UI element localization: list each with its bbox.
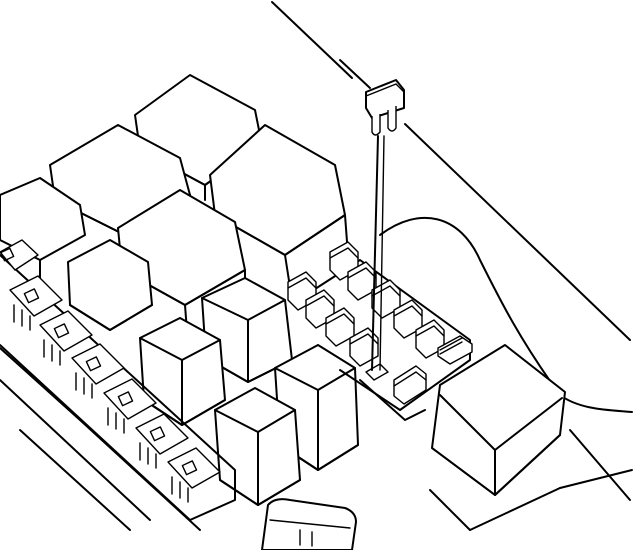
strip-fuse xyxy=(71,343,125,399)
relay-block xyxy=(214,387,301,506)
bottom-cover-tab xyxy=(261,498,357,550)
mini-fuse-array xyxy=(287,241,473,421)
strip-fuse xyxy=(135,413,189,469)
left-fuse-strip xyxy=(0,239,236,521)
relay-block xyxy=(0,177,86,281)
fuse-location-leader-line xyxy=(371,135,385,371)
removed-mini-fuse xyxy=(365,79,405,136)
strip-fuse xyxy=(39,310,93,366)
mini-fuse xyxy=(349,327,379,367)
strip-fuse xyxy=(167,447,221,503)
mini-fuse xyxy=(437,335,473,365)
strip-fuse xyxy=(103,378,157,434)
relay-block xyxy=(431,344,566,496)
mini-fuse xyxy=(393,365,427,405)
relay-blocks xyxy=(0,74,566,506)
relay-block xyxy=(67,239,153,331)
empty-fuse-slot xyxy=(365,363,389,381)
mini-fuse xyxy=(393,299,423,339)
strip-fuse xyxy=(9,275,63,331)
strip-fuse xyxy=(0,239,39,271)
